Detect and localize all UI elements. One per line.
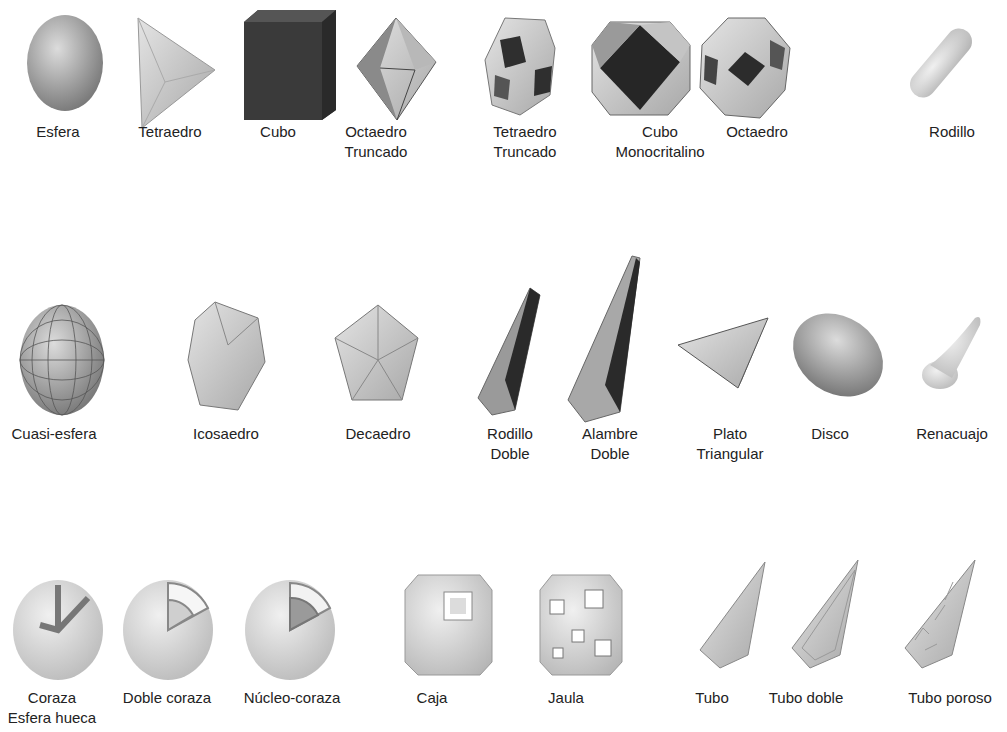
shape-label: Tetraedro Truncado bbox=[485, 122, 565, 162]
shape-label: Tubo poroso bbox=[908, 688, 992, 708]
shape-label: Alambre Doble bbox=[575, 424, 645, 464]
shape-label: Rodillo bbox=[929, 122, 975, 142]
shape-label: Plato Triangular bbox=[690, 424, 770, 464]
shape-label: Tetraedro bbox=[138, 122, 201, 142]
shape-label: Octaedro Truncado bbox=[336, 122, 416, 162]
shape-label: Caja bbox=[417, 688, 448, 708]
shape-label: Doble coraza bbox=[123, 688, 211, 708]
shape-label: Icosaedro bbox=[193, 424, 259, 444]
shape-label: Jaula bbox=[548, 688, 584, 708]
shape-label: Núcleo-coraza bbox=[244, 688, 341, 708]
shape-label: Cuasi-esfera bbox=[11, 424, 96, 444]
shape-label: Disco bbox=[811, 424, 849, 444]
shape-label: Tubo bbox=[695, 688, 729, 708]
shape-label: Esfera bbox=[36, 122, 79, 142]
shape-label: Octaedro bbox=[726, 122, 788, 142]
shape-label: Coraza Esfera hueca bbox=[6, 688, 98, 728]
shape-label: Rodillo Doble bbox=[475, 424, 545, 464]
shape-label: Tubo doble bbox=[769, 688, 844, 708]
shape-label: Decaedro bbox=[345, 424, 410, 444]
shape-label: Renacuajo bbox=[916, 424, 988, 444]
shape-label: Cubo bbox=[260, 122, 296, 142]
shape-label: Cubo Monocritalino bbox=[610, 122, 710, 162]
